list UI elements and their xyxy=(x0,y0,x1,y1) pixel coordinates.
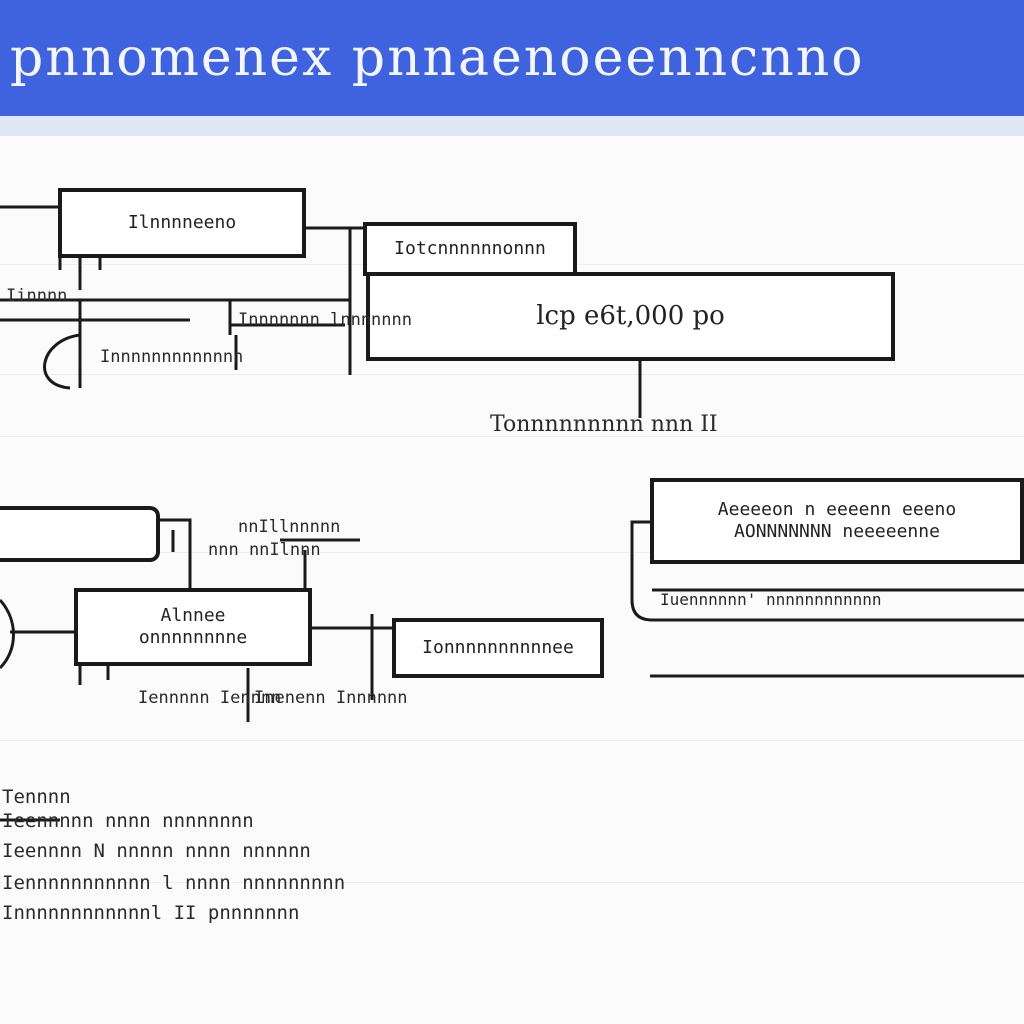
connector xyxy=(305,226,372,245)
grid-rule xyxy=(0,374,1024,375)
legend-line: Iennnnnnnnnnn l nnnn nnnnnnnnn xyxy=(2,872,346,894)
center-right-box: Ionnnnnnnnnnee xyxy=(392,618,604,678)
grid-rule xyxy=(0,552,1024,553)
legend-line: Innnnnnnnnnnnl II pnnnnnnn xyxy=(2,902,300,924)
grid-rule xyxy=(0,436,1024,437)
left-label: Innnnnnn lnnnnnnn xyxy=(238,310,412,330)
main-caption: Tonnnnnnnnn nnn II xyxy=(490,412,718,437)
left-label: Innnnnnnnnnnnn xyxy=(100,347,244,367)
center-box: Alnnee onnnnnnnne xyxy=(74,588,312,666)
left-mid-box xyxy=(0,506,160,562)
connector xyxy=(43,333,81,390)
top-mid-box: Iotcnnnnnnonnn xyxy=(363,222,577,276)
legend-line: Ieennnnn nnnn nnnnnnnn xyxy=(2,810,254,832)
right-top-box: Aeeeeon n eeeenn eeeno AONNNNNNN neeeeen… xyxy=(650,478,1024,564)
legend-line: Ieennnn N nnnnn nnnn nnnnnn xyxy=(2,840,311,862)
mid-label: nnIllnnnnn xyxy=(238,517,341,537)
grid-rule xyxy=(0,740,1024,741)
connector xyxy=(158,518,192,590)
right-row-label: Iuennnnnn' nnnnnnnnnnnn xyxy=(660,590,882,609)
bottom-label: Inenenn Innnnnn xyxy=(254,688,408,708)
title-bar: pnnomenex pnnaenoeenncnno xyxy=(0,0,1024,116)
connector xyxy=(630,520,1024,622)
title-underline xyxy=(0,116,1024,136)
main-box: lcp e6t,000 po xyxy=(366,272,895,361)
mid-label: nnn nnIlnnn xyxy=(208,540,321,560)
connector xyxy=(0,598,15,670)
bottom-label: Iennnnn Iennnn xyxy=(138,688,282,708)
top-left-box: Ilnnnneeno xyxy=(58,188,306,258)
legend-line: Tennnn xyxy=(2,786,71,808)
page-title: pnnomenex pnnaenoeenncnno xyxy=(10,28,865,88)
left-label: Iinnnn xyxy=(6,286,68,306)
grid-rule xyxy=(0,882,1024,883)
